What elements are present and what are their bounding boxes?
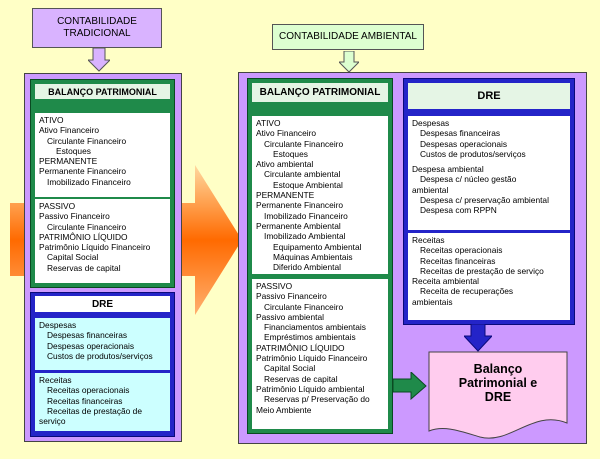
list-item: Capital Social xyxy=(264,363,316,374)
list-item: Passivo ambiental xyxy=(256,311,324,322)
list-item: Imobilizado Financeiro xyxy=(264,210,348,221)
list-item: Despesas operacionais xyxy=(47,340,135,351)
list-item: Circulante ambiental xyxy=(264,169,341,180)
list-item: PERMANENTE xyxy=(39,156,98,167)
down-arrow-icon xyxy=(464,324,492,352)
list-item: ATIVO xyxy=(256,118,281,128)
down-arrow-icon xyxy=(88,48,110,72)
list-item: Permanente Financeiro xyxy=(256,200,344,211)
list-item: ambiental xyxy=(412,184,449,195)
list-item: Passivo Financeiro xyxy=(256,291,327,302)
list-item: Receitas de prestação de serviço xyxy=(420,265,544,276)
list-item: ATIVO xyxy=(39,115,64,125)
list-item: Receitas xyxy=(412,235,445,245)
down-arrow-icon xyxy=(339,51,359,73)
traditional-dre-title: DRE xyxy=(35,296,170,312)
list-item: Ativo Financeiro xyxy=(39,125,100,136)
list-item: Receitas financeiras xyxy=(420,255,496,266)
list-item: Circulante Financeiro xyxy=(47,135,127,146)
list-item: Estoques xyxy=(273,148,308,159)
list-item: Reservas de capital xyxy=(47,262,121,273)
environmental-balanco-title: BALANÇO PATRIMONIAL xyxy=(252,83,388,102)
list-item: Permanente Ambiental xyxy=(256,220,341,231)
list-item: Ativo ambiental xyxy=(256,159,314,170)
list-item: Custos de produtos/serviços xyxy=(420,148,526,159)
list-item: Despesa com RPPN xyxy=(420,205,497,216)
list-item: Imobilizado Financeiro xyxy=(47,176,131,187)
list-item: Passivo Financeiro xyxy=(39,211,110,222)
list-item: PASSIVO xyxy=(256,281,293,291)
list-item: ambientais xyxy=(412,296,453,307)
list-item: Permanente Financeiro xyxy=(39,166,127,177)
list-item: Patrimônio Líquido Financeiro xyxy=(39,242,151,253)
list-item: Receitas operacionais xyxy=(47,385,130,396)
right-arrow-icon xyxy=(393,372,427,400)
list-item: Receita ambiental xyxy=(412,276,480,287)
list-item: Despesas xyxy=(412,118,450,128)
list-item: Receitas operacionais xyxy=(420,245,503,256)
list-item: Ativo Financeiro xyxy=(256,128,317,139)
list-item: Receitas financeiras xyxy=(47,395,123,406)
list-item: Financiamentos ambientais xyxy=(264,322,366,333)
traditional-header: CONTABILIDADE TRADICIONAL xyxy=(32,8,162,48)
list-item: Despesas operacionais xyxy=(420,138,508,149)
result-document-label: Balanço Patrimonial e DRE xyxy=(458,362,538,404)
list-item: Circulante Financeiro xyxy=(47,221,127,232)
environmental-header: CONTABILIDADE AMBIENTAL xyxy=(272,24,424,50)
list-item: Despesas xyxy=(39,320,77,330)
list-item: Empréstimos ambientais xyxy=(264,332,356,343)
list-item: Patrimônio Líquido Financeiro xyxy=(256,353,368,364)
list-item: Receita de recuperações xyxy=(420,286,514,297)
list-item: Receitas de prestação de xyxy=(47,405,142,416)
list-item: Patrimônio Líquido ambiental xyxy=(256,383,365,394)
list-item: Estoques xyxy=(56,145,91,156)
list-item: Imobilizado Ambiental xyxy=(264,231,346,242)
list-item: Despesa c/ núcleo gestão xyxy=(420,174,517,185)
list-item: Reservas de capital xyxy=(264,373,338,384)
list-item: PATRIMÔNIO LÍQUIDO xyxy=(256,342,345,353)
list-item: serviço xyxy=(39,416,66,427)
list-item: Custos de produtos/serviços xyxy=(47,350,153,361)
list-item: Despesas financeiras xyxy=(420,128,501,139)
list-item: Despesas financeiras xyxy=(47,330,128,341)
list-item: Diferido Ambiental xyxy=(273,262,341,273)
list-item: Máquinas Ambientais xyxy=(273,251,353,262)
list-item: Receitas xyxy=(39,375,72,385)
list-item: Equipamento Ambiental xyxy=(273,241,362,252)
list-item: Circulante Financeiro xyxy=(264,301,344,312)
list-item: Circulante Financeiro xyxy=(264,138,344,149)
document-shape xyxy=(428,351,568,439)
list-item: Estoque Ambiental xyxy=(273,179,343,190)
list-item: Meio Ambiente xyxy=(256,404,312,415)
list-item: PERMANENTE xyxy=(256,190,315,201)
traditional-balanco-title: BALANÇO PATRIMONIAL xyxy=(35,84,170,99)
list-item: PATRIMÔNIO LÍQUIDO xyxy=(39,231,128,242)
environmental-dre-title: DRE xyxy=(408,83,570,109)
list-item: Despesa ambiental xyxy=(412,164,484,175)
list-item: Despesa c/ preservação ambiental xyxy=(420,195,549,206)
list-item: Capital Social xyxy=(47,252,99,263)
list-item: Reservas p/ Preservação do xyxy=(264,394,370,405)
list-item: PASSIVO xyxy=(39,201,76,211)
